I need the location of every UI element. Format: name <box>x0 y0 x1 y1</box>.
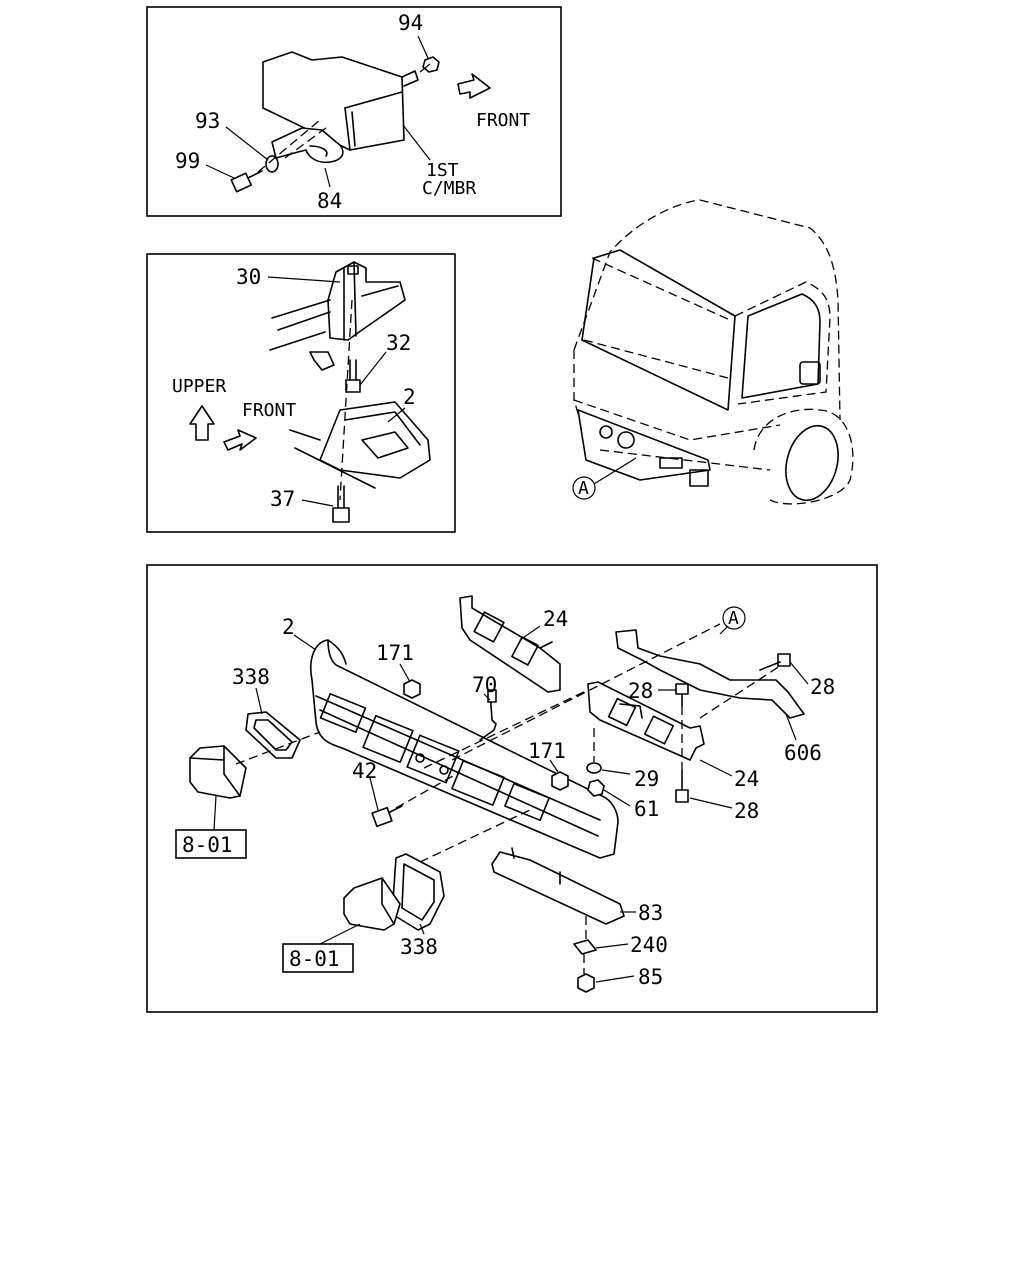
nut-85 <box>577 973 595 993</box>
bolt-28-bottom <box>675 769 689 803</box>
ref-8-01-right: 8-01 <box>289 947 340 971</box>
bracket-30 <box>327 261 406 341</box>
callout-70: 70 <box>472 673 497 697</box>
bumper-2-segment <box>319 401 431 479</box>
callout-2: 2 <box>282 615 295 639</box>
ref-circle-a <box>722 606 746 630</box>
truck-cab-illustration: A <box>572 199 854 505</box>
bezel-338-left <box>245 711 301 759</box>
callout-94: 94 <box>398 11 423 35</box>
lamp-8-01-left <box>189 745 247 799</box>
clip-70 <box>479 689 497 741</box>
bracket-24-lower <box>587 681 705 761</box>
callout-29: 29 <box>634 767 659 791</box>
callout-171-lower: 171 <box>528 739 566 763</box>
callout-338-left: 338 <box>232 665 270 689</box>
bolt-28-mid <box>675 683 689 707</box>
ref-a-label: A <box>578 478 589 499</box>
panel-tow-hook: 94 93 99 84 FRONT 1ST C/MBR <box>146 6 562 217</box>
callout-42: 42 <box>352 759 377 783</box>
upper-arrow-icon <box>189 405 215 441</box>
panel-bracket-mount: 30 32 2 37 UPPER FRONT <box>146 253 456 533</box>
callout-171-upper: 171 <box>376 641 414 665</box>
callout-61: 61 <box>634 797 659 821</box>
ref-box-8-01-right <box>282 943 354 973</box>
under-cover-83 <box>491 851 625 925</box>
ref-circle-a <box>572 476 596 500</box>
front-label: FRONT <box>242 400 296 421</box>
nut-61 <box>587 779 605 797</box>
bolt-32 <box>345 359 361 393</box>
bracket-24-upper <box>459 595 561 693</box>
ref-8-01-left: 8-01 <box>182 833 233 857</box>
front-label: FRONT <box>476 110 530 131</box>
callout-338-right: 338 <box>400 935 438 959</box>
tow-hook-84 <box>271 127 344 164</box>
nut-171-upper <box>403 679 421 699</box>
callout-84: 84 <box>317 189 342 213</box>
callout-99: 99 <box>175 149 200 173</box>
crossmember-label-line1: 1ST <box>426 160 459 181</box>
callout-606: 606 <box>784 741 822 765</box>
nut-171-lower <box>551 771 569 791</box>
callout-83: 83 <box>638 901 663 925</box>
plate-240 <box>573 939 597 955</box>
callout-28-mid: 28 <box>628 679 653 703</box>
panel-bumper-assembly: A 2 24 171 338 70 28 28 606 171 42 29 24… <box>146 564 878 1013</box>
bolt-28-top <box>759 653 791 671</box>
callout-32: 32 <box>386 331 411 355</box>
callout-30: 30 <box>236 265 261 289</box>
callout-93: 93 <box>195 109 220 133</box>
callout-24-lower: 24 <box>734 767 759 791</box>
bolt-99 <box>230 170 263 193</box>
bolt-42 <box>371 805 403 828</box>
washer-93 <box>265 155 279 173</box>
ref-box-8-01-left <box>175 829 247 859</box>
bolt-37 <box>332 485 350 523</box>
washer-29 <box>586 762 602 774</box>
callout-28-top: 28 <box>810 675 835 699</box>
ref-a-label: A <box>728 608 739 629</box>
callout-240: 240 <box>630 933 668 957</box>
callout-24-upper: 24 <box>543 607 568 631</box>
lamp-8-01-right <box>343 877 401 931</box>
upper-label: UPPER <box>172 376 226 397</box>
nut-94 <box>422 56 440 73</box>
callout-2: 2 <box>403 385 416 409</box>
callout-37: 37 <box>270 487 295 511</box>
crossmember-label-line2: C/MBR <box>422 178 476 199</box>
bezel-338-right <box>391 853 445 931</box>
front-arrow-icon <box>457 73 491 99</box>
callout-85: 85 <box>638 965 663 989</box>
stay-606 <box>615 629 805 719</box>
front-arrow-icon <box>223 429 257 451</box>
callout-28-bottom: 28 <box>734 799 759 823</box>
